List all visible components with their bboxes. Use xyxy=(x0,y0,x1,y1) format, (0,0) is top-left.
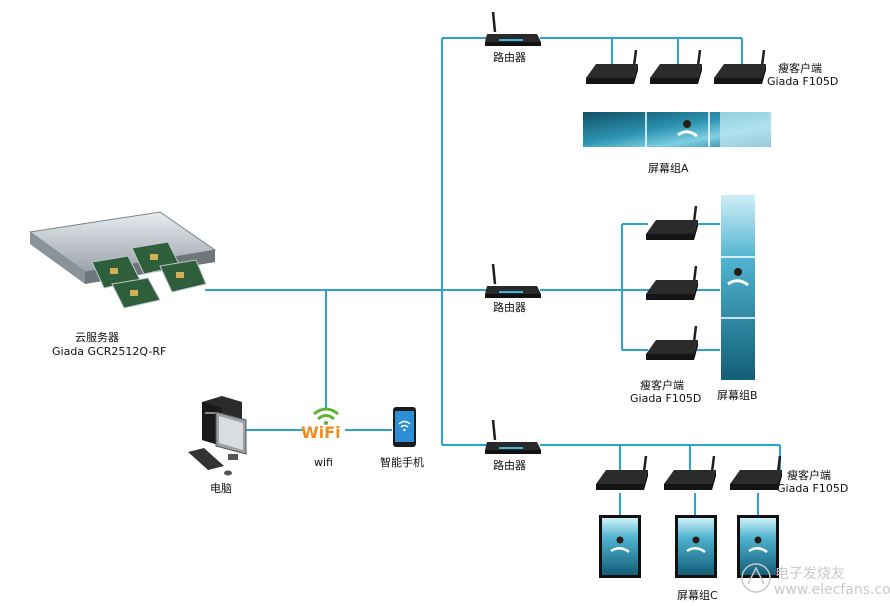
screen-group-c-label: 屏幕组C xyxy=(677,588,718,602)
smartphone-icon xyxy=(393,407,416,447)
router-b-label: 路由器 xyxy=(493,300,526,314)
thin-client-a-model: Giada F105D xyxy=(767,75,838,88)
cloud-server xyxy=(28,211,217,309)
thin-client-b-model: Giada F105D xyxy=(630,392,701,405)
router-a: 路由器 xyxy=(485,11,541,64)
screen-group-b xyxy=(721,195,755,380)
router-c-label: 路由器 xyxy=(493,458,526,472)
router-b: 路由器 xyxy=(485,263,541,314)
thin-client-b3 xyxy=(646,325,698,360)
surfer-icon xyxy=(734,268,742,276)
thin-client-a3 xyxy=(714,49,766,84)
thin-client-c-model: Giada F105D xyxy=(777,482,848,495)
screen-group-b-label: 屏幕组B xyxy=(717,388,758,402)
cloud-server-model: Giada GCR2512Q-RF xyxy=(52,345,166,358)
thin-client-a-label: 瘦客户端 xyxy=(778,61,822,75)
watermark-logo-icon xyxy=(741,563,771,593)
screen-group-a-label: 屏幕组A xyxy=(648,161,689,175)
router-c: 路由器 xyxy=(485,419,541,472)
thin-client-c2 xyxy=(664,455,716,490)
screen-group-c xyxy=(599,515,779,578)
thin-client-b1 xyxy=(646,205,698,240)
smartphone-label: 智能手机 xyxy=(380,455,424,469)
thin-client-c1 xyxy=(596,455,648,490)
thin-client-b2 xyxy=(646,265,698,300)
watermark-cn: 电子发烧友 xyxy=(775,566,845,582)
thin-client-c3 xyxy=(730,455,782,490)
mouse-icon xyxy=(224,470,232,476)
watermark: 电子发烧友 www.elecfans.com xyxy=(741,563,890,598)
thin-client-a1 xyxy=(586,49,638,84)
screen-group-a xyxy=(583,112,771,147)
wifi-icon: WiFi xyxy=(301,407,341,442)
cloud-server-label: 云服务器 xyxy=(75,331,119,344)
pc-label: 电脑 xyxy=(210,482,232,495)
wifi-logo-text: WiFi xyxy=(301,423,341,442)
router-a-label: 路由器 xyxy=(493,50,526,64)
pc xyxy=(188,396,247,476)
thin-client-a2 xyxy=(650,49,702,84)
thin-client-b-label: 瘦客户端 xyxy=(640,378,684,392)
thin-client-c-label: 瘦客户端 xyxy=(787,468,831,482)
watermark-url: www.elecfans.com xyxy=(774,582,890,598)
wifi-label: wifi xyxy=(314,456,333,469)
connection-lines xyxy=(205,37,781,515)
surfer-icon xyxy=(683,120,691,128)
